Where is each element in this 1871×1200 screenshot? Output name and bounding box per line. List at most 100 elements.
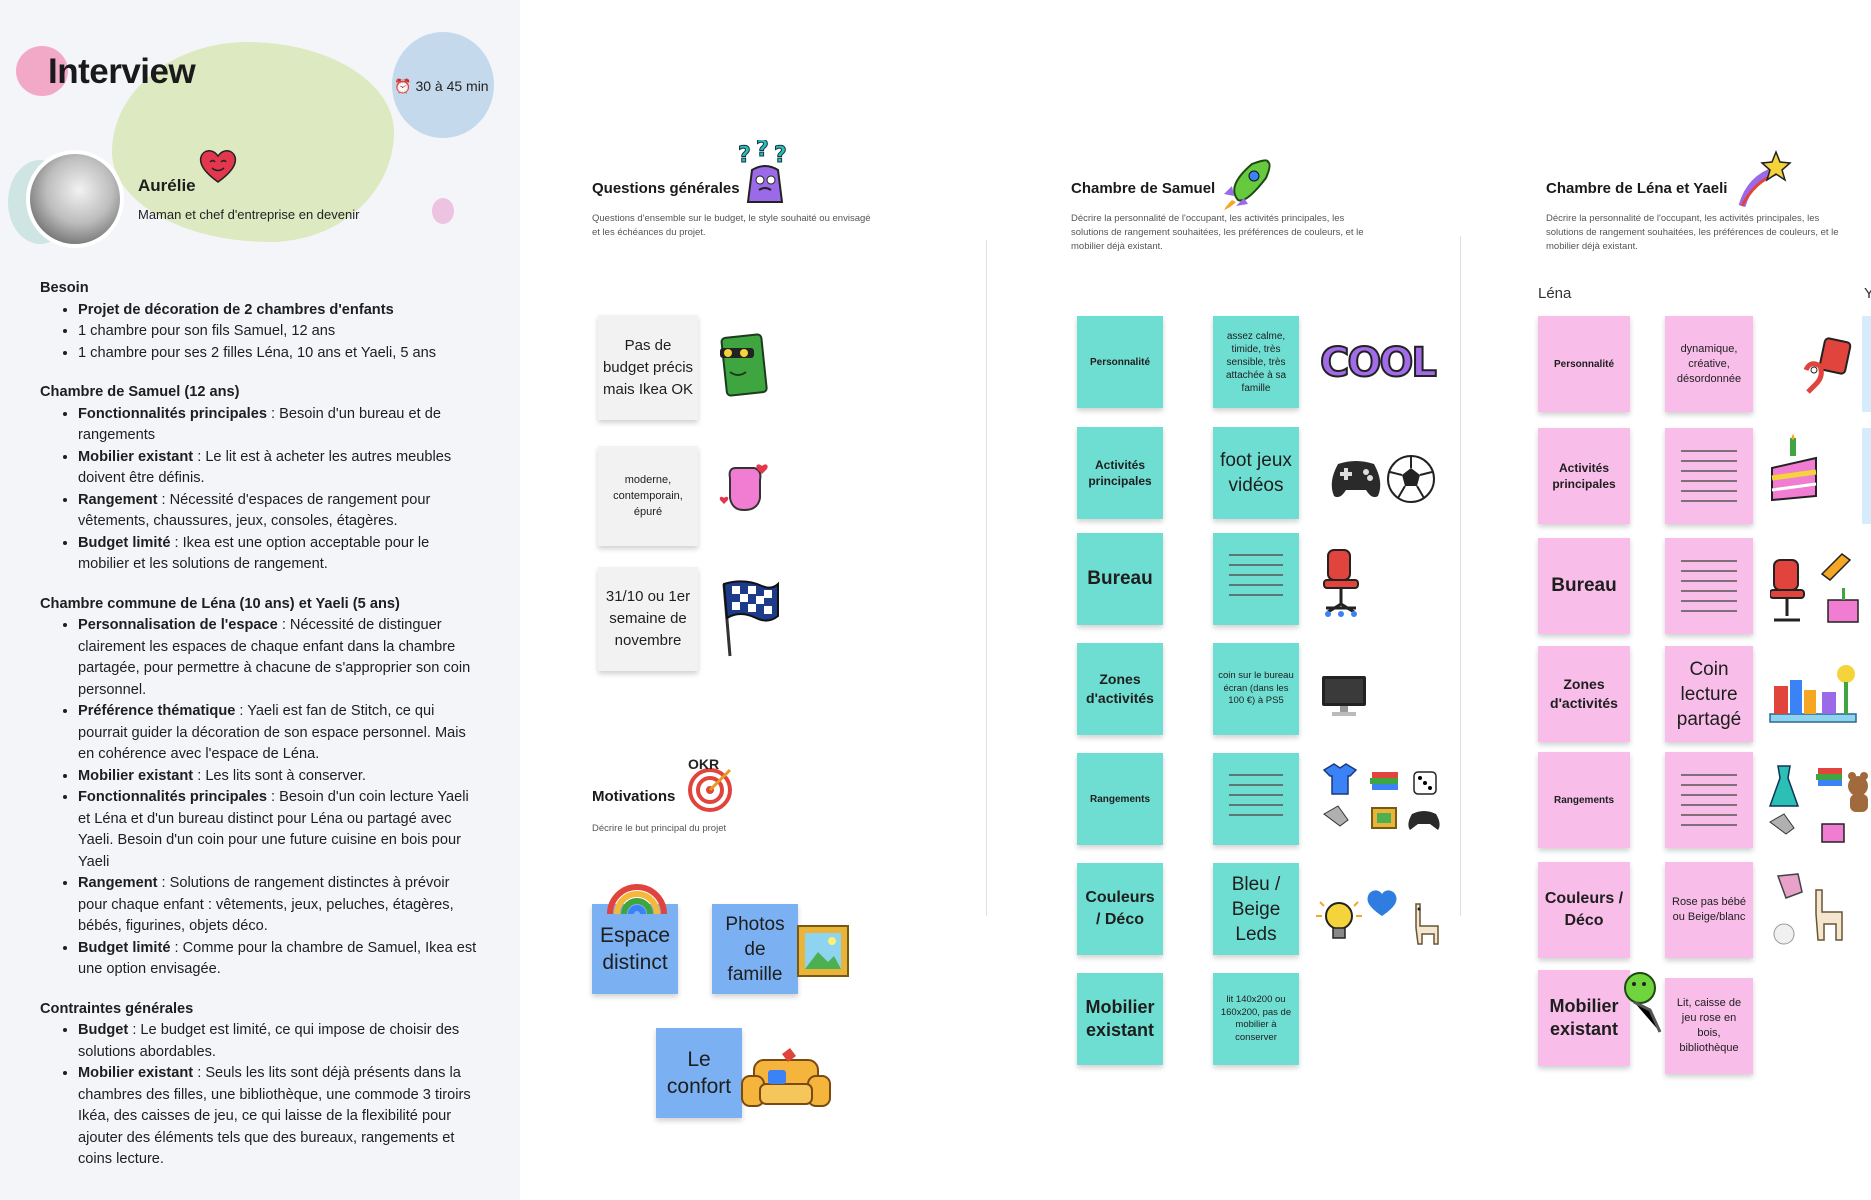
svg-text:?: ? [756, 140, 769, 162]
list-item: 1 chambre pour ses 2 filles Léna, 10 ans… [78, 343, 480, 365]
money-bills-icon [720, 333, 768, 397]
sticky-note[interactable]: Espace distinct [592, 904, 678, 994]
label-sticky[interactable]: Couleurs / Déco [1538, 862, 1630, 958]
label-sticky[interactable]: Couleurs / Déco [1077, 863, 1163, 955]
decor-blob-lilac [432, 198, 454, 224]
duration-badge: ⏰30 à 45 min [394, 78, 489, 95]
lightbulb-icon [1316, 901, 1362, 939]
list-item: Mobilier existant : Seuls les lits sont … [78, 1063, 480, 1171]
birthday-cake-icon [1771, 434, 1817, 502]
stitch-llama-icon [1773, 873, 1843, 945]
list-item: Mobilier existant : Le lit est à acheter… [78, 447, 480, 490]
sticky-note[interactable]: moderne, contemporain, épuré [598, 446, 698, 546]
label-sticky[interactable]: Mobilier existant [1538, 970, 1630, 1066]
value-sticky[interactable]: foot jeux vidéos [1213, 427, 1299, 519]
list-item: Projet de décoration de 2 chambres d'enf… [78, 300, 480, 322]
bookshelf-icon [1769, 665, 1857, 723]
page-title: Interview [48, 52, 196, 91]
value-sticky[interactable] [1665, 428, 1753, 524]
text-lines [1681, 559, 1737, 613]
value-sticky[interactable]: lit 140x200 ou 160x200, pas de mobilier … [1213, 973, 1299, 1065]
list-item: Mobilier existant : Les lits sont à cons… [78, 766, 480, 788]
sticky-note[interactable]: Le confort [656, 1028, 742, 1118]
value-sticky[interactable]: Lit, caisse de jeu rose en bois, bibliot… [1665, 978, 1753, 1074]
svg-text:?: ? [774, 143, 787, 168]
person-name: Aurélie [138, 176, 196, 195]
okr-target: OKR [686, 756, 738, 812]
label-sticky[interactable]: Bureau [1538, 538, 1630, 634]
text-lines [1228, 553, 1284, 605]
label-sticky[interactable]: Rangements [1538, 752, 1630, 848]
value-sticky[interactable]: Coin lecture partagé [1665, 646, 1753, 742]
list-item: Préférence thématique : Yaeli est fan de… [78, 701, 480, 766]
value-sticky[interactable]: Rose pas bébé ou Beige/blanc [1665, 862, 1753, 958]
text-lines [1681, 449, 1737, 503]
blue-heart-icon [1367, 890, 1397, 916]
label-sticky[interactable]: Zones d'activités [1538, 646, 1630, 742]
list-item: Fonctionnalités principales : Besoin d'u… [78, 787, 480, 873]
questions-desc: Questions d'ensemble sur le budget, le s… [592, 213, 871, 238]
value-sticky[interactable] [1213, 753, 1299, 845]
value-sticky[interactable]: dynamique, créative, désordonnée [1665, 316, 1753, 412]
interview-notes: Besoin Projet de décoration de 2 chambre… [40, 278, 480, 1171]
rocket-icon [1224, 159, 1271, 210]
column-divider [1460, 236, 1461, 916]
value-sticky[interactable] [1665, 752, 1753, 848]
heart-face-icon [199, 150, 237, 183]
value-sticky[interactable]: assez calme, timide, très sensible, très… [1213, 316, 1299, 408]
list-item: Budget limité : Comme pour la chambre de… [78, 938, 480, 981]
list-item: Rangement : Nécessité d'espaces de range… [78, 490, 480, 533]
text-lines [1228, 773, 1284, 825]
purple-monster-icon: ? ? ? [738, 140, 787, 203]
section-title: Contraintes générales [40, 1000, 194, 1017]
person-role: Maman et chef d'entreprise en devenir [138, 207, 360, 222]
label-sticky[interactable]: Bureau [1077, 533, 1163, 625]
motivations-desc: Décrire le but principal du projet [592, 823, 727, 834]
lena-desc: Décrire la personnalité de l'occupant, l… [1546, 213, 1839, 252]
sticky-note[interactable]: Photos de famille [712, 904, 798, 994]
value-sticky[interactable]: coin sur le bureau écran (dans les 100 €… [1213, 643, 1299, 735]
section-title: Besoin [40, 280, 89, 296]
section-commune: Chambre commune de Léna (10 ans) et Yael… [40, 594, 480, 981]
svg-text:?: ? [738, 143, 751, 168]
samuel-desc: Décrire la personnalité de l'occupant, l… [1071, 213, 1364, 252]
column-divider [986, 240, 987, 916]
sticky-note[interactable]: 31/10 ou 1er semaine de novembre [598, 567, 698, 671]
value-sticky[interactable]: Bleu / Beige Leds [1213, 863, 1299, 955]
sticky-note[interactable]: Pas de budget précis mais Ikea OK [598, 315, 698, 420]
label-sticky[interactable]: Personnalité [1077, 316, 1163, 408]
label-sticky[interactable]: Mobilier existant [1077, 973, 1163, 1065]
label-sticky[interactable]: Activités principales [1538, 428, 1630, 524]
value-sticky[interactable] [1213, 533, 1299, 625]
decor-blob-green [112, 42, 394, 242]
label-sticky[interactable]: Rangements [1077, 753, 1163, 845]
next-sub-label: Y [1864, 285, 1871, 302]
duration-text: 30 à 45 min [415, 78, 489, 94]
list-item: Budget : Le budget est limité, ce qui im… [78, 1020, 480, 1063]
list-item: 1 chambre pour son fils Samuel, 12 ans [78, 321, 480, 343]
rainbow-icon [607, 884, 667, 915]
target-icon [688, 768, 732, 812]
text-lines [1681, 773, 1737, 827]
value-sticky[interactable] [1665, 538, 1753, 634]
section-title: Chambre commune de Léna (10 ans) et Yael… [40, 595, 400, 612]
lena-sub-label: Léna [1538, 285, 1572, 302]
avatar [26, 150, 124, 248]
label-sticky[interactable]: Personnalité [1538, 316, 1630, 412]
mischievous-character-icon [1803, 337, 1852, 394]
next-board-edge [1862, 316, 1871, 412]
label-sticky[interactable]: Activités principales [1077, 427, 1163, 519]
shooting-star-icon [1738, 149, 1792, 208]
list-item: Budget limité : Ikea est une option acce… [78, 533, 480, 576]
alarm-clock-icon: ⏰ [394, 78, 412, 94]
framed-picture-icon [797, 925, 849, 977]
soccer-ball-icon [1387, 455, 1435, 503]
pushpin-icon [1624, 972, 1662, 1033]
gamepad-icon [1331, 461, 1381, 498]
label-sticky[interactable]: Zones d'activités [1077, 643, 1163, 735]
storage-items-icon [1322, 763, 1440, 830]
section-besoin: Besoin Projet de décoration de 2 chambre… [40, 278, 480, 364]
decor-blob-pink [16, 46, 68, 96]
motivations-title: Motivations [592, 788, 676, 805]
armchair-icon [741, 1048, 831, 1107]
